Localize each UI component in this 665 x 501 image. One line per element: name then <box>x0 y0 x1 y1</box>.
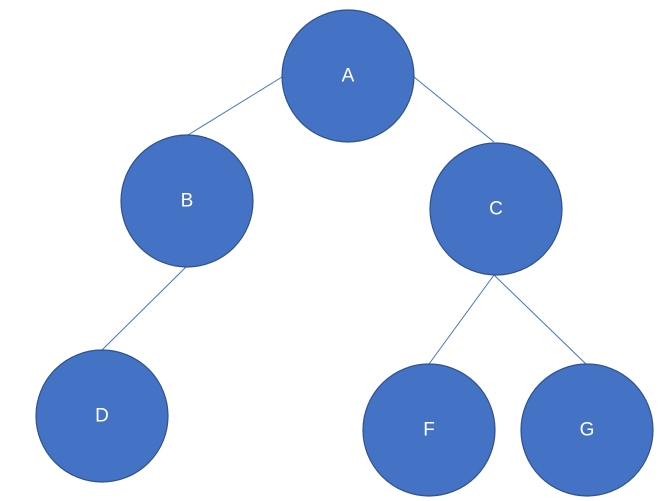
edge-a-b <box>187 76 283 136</box>
node-f-label: F <box>423 420 435 441</box>
node-c[interactable]: C <box>429 142 563 276</box>
node-g[interactable]: G <box>520 363 654 497</box>
node-a[interactable]: A <box>281 9 415 143</box>
node-d-circle <box>35 349 169 483</box>
node-a-label: A <box>342 66 355 87</box>
edges-layer <box>100 76 587 365</box>
nodes-layer: A B C D F G <box>35 9 654 497</box>
node-f-circle <box>362 363 496 497</box>
node-a-circle <box>281 9 415 143</box>
node-b-circle <box>120 134 254 268</box>
edge-a-c <box>413 76 495 143</box>
node-g-circle <box>520 363 654 497</box>
node-d-label: D <box>95 406 109 427</box>
node-f[interactable]: F <box>362 363 496 497</box>
edge-c-g <box>493 274 587 365</box>
node-c-label: C <box>489 199 503 220</box>
node-b-label: B <box>181 191 194 212</box>
edge-c-f <box>428 274 495 365</box>
edge-b-d <box>100 266 187 352</box>
node-d[interactable]: D <box>35 349 169 483</box>
node-g-label: G <box>580 420 595 441</box>
node-b[interactable]: B <box>120 134 254 268</box>
node-c-circle <box>429 142 563 276</box>
